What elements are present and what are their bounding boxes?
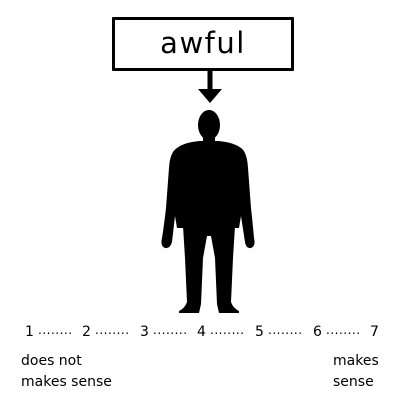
scale-separator: ........ [210, 323, 245, 337]
scale-separator: ........ [153, 323, 188, 337]
scale-anchor-low-line-1: does not [21, 353, 82, 369]
scale-point-1: 1 [25, 324, 34, 340]
rating-scale: 1 ........ 2 ........ 3 ........ 4 .....… [25, 323, 385, 342]
scale-anchor-low-line-2: makes sense [21, 374, 112, 390]
scale-anchor-low: does not makes sense [21, 351, 112, 393]
scale-anchor-high-line-2: sense [333, 374, 374, 390]
scale-point-2: 2 [82, 324, 91, 340]
scale-separator: ........ [95, 323, 130, 337]
scale-point-7: 7 [370, 324, 379, 340]
scale-separator: ........ [268, 323, 303, 337]
scale-anchor-high: makes sense [333, 351, 379, 393]
word-label-box: awful [112, 17, 294, 71]
arrow-down-icon [198, 70, 222, 103]
scale-point-3: 3 [140, 324, 149, 340]
scale-anchor-high-line-1: makes [333, 353, 379, 369]
person-silhouette-icon [161, 110, 255, 313]
scale-point-6: 6 [313, 324, 322, 340]
word-label-text: awful [160, 25, 246, 60]
scale-separator: ........ [38, 323, 73, 337]
scale-separator: ........ [326, 323, 361, 337]
scale-point-5: 5 [255, 324, 264, 340]
scale-point-4: 4 [197, 324, 206, 340]
